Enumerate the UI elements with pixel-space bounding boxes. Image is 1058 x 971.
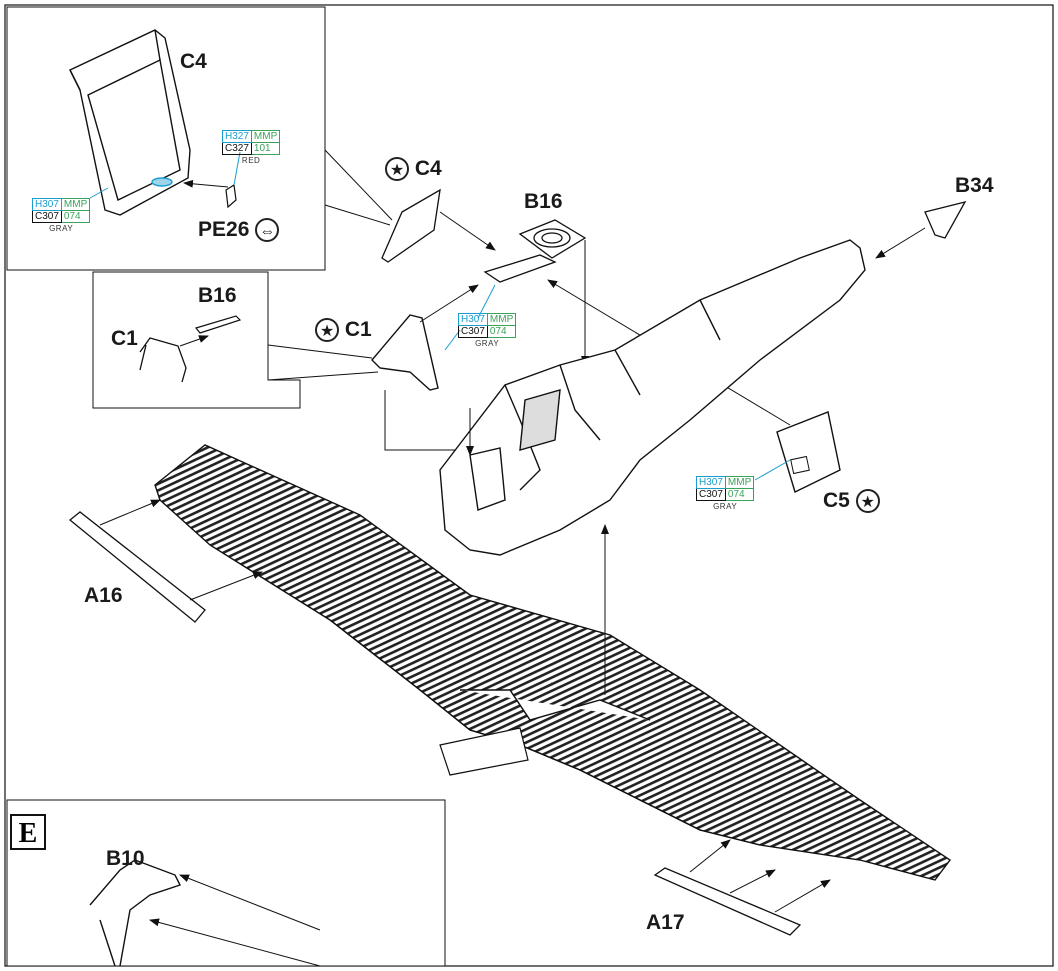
label-c1-inset: C1 [111, 327, 138, 350]
fuselage [439, 239, 866, 556]
photoetch-icon: ⇔ [255, 218, 280, 243]
callout-lines-c1 [267, 344, 379, 381]
label-b10: B10 [106, 847, 145, 870]
label-pe26: PE26 ⇔ [198, 218, 280, 243]
label-c1-main: ★ C1 [315, 318, 372, 343]
part-c4-large [69, 29, 191, 216]
label-b16-inset: B16 [198, 284, 237, 307]
guide-line-c1 [384, 390, 471, 451]
part-a17 [653, 867, 802, 936]
label-c4-inset: C4 [180, 50, 207, 73]
star-icon: ★ [855, 489, 880, 514]
label-b16-main: B16 [524, 190, 563, 213]
step-e-badge: E [10, 814, 46, 850]
part-c1-main [371, 314, 439, 391]
part-b34 [924, 201, 967, 239]
part-a16 [68, 511, 206, 623]
part-pe26 [225, 183, 237, 209]
part-b16-main [483, 219, 587, 283]
label-a17: A17 [646, 911, 685, 934]
part-c1-small [139, 337, 187, 383]
wing [154, 444, 952, 881]
part-b16-small [194, 315, 242, 334]
part-b10 [89, 859, 181, 967]
star-icon: ★ [315, 318, 339, 343]
label-b34: B34 [955, 174, 994, 197]
label-a16: A16 [84, 584, 123, 607]
label-c5: C5 ★ [823, 489, 880, 514]
arrow-pe26 [183, 179, 229, 188]
part-c4-main [381, 188, 441, 263]
radiator [439, 727, 529, 776]
star-icon: ★ [385, 157, 409, 182]
part-c5 [776, 411, 841, 493]
inset-box-e [6, 799, 446, 967]
label-c4-main: ★ C4 [385, 157, 442, 182]
page-frame [4, 4, 1054, 967]
callout-lines-c4 [324, 149, 393, 226]
